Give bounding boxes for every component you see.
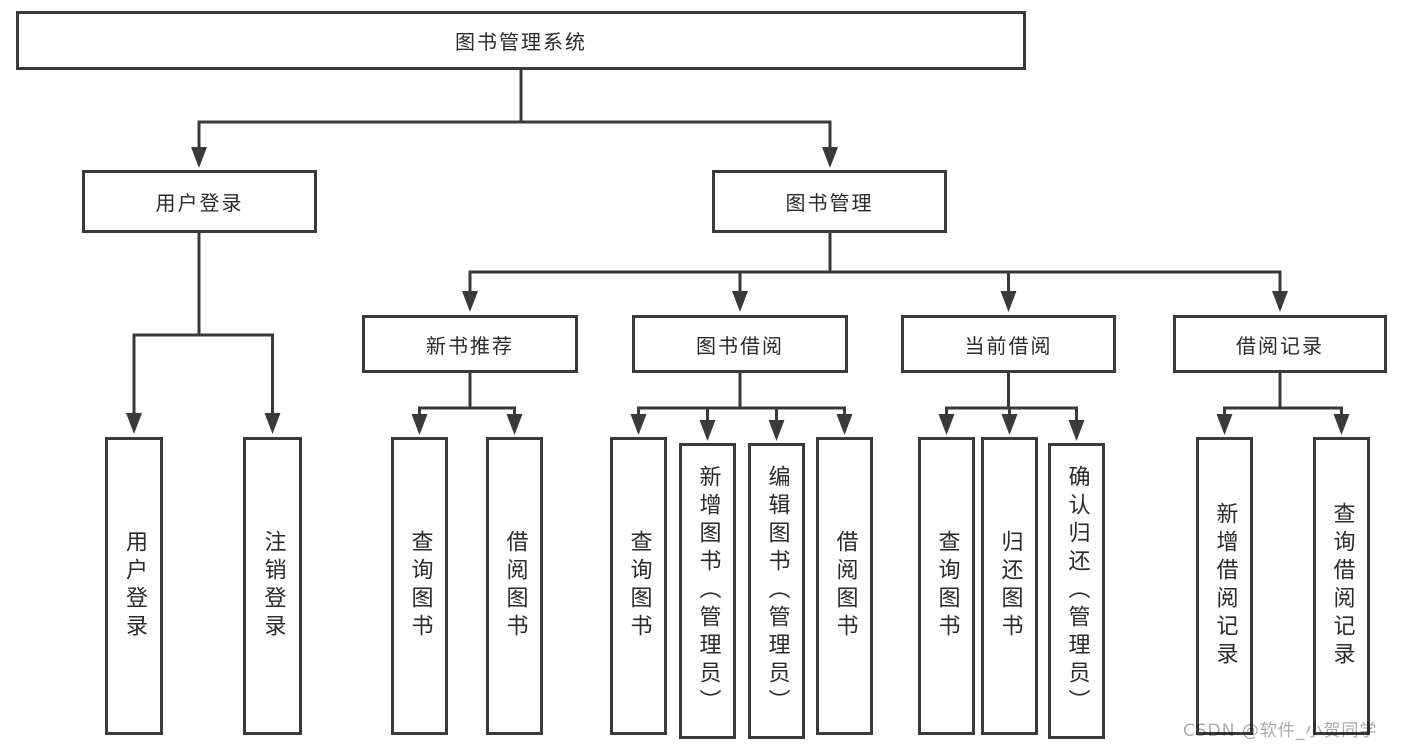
leaf-logout: 注销登录 (243, 437, 302, 735)
leaf-current-query-book: 查询图书 (918, 437, 975, 735)
node-book-borrow: 图书借阅 (632, 315, 848, 373)
leaf-recommend-borrow-book: 借阅图书 (486, 437, 543, 735)
leaf-current-return-book: 归还图书 (981, 437, 1038, 735)
leaf-records-query-record: 查询借阅记录 (1313, 437, 1370, 735)
leaf-borrow-query-book: 查询图书 (610, 437, 667, 735)
node-new-book-recommend: 新书推荐 (362, 315, 578, 373)
leaf-borrow-borrow-book: 借阅图书 (816, 437, 873, 735)
node-borrow-records: 借阅记录 (1173, 315, 1387, 373)
node-book-management: 图书管理 (712, 170, 947, 233)
node-library-system: 图书管理系统 (16, 11, 1026, 70)
node-current-borrow: 当前借阅 (901, 315, 1116, 373)
leaf-user-login: 用户登录 (105, 437, 163, 735)
leaf-recommend-query-book: 查询图书 (391, 437, 448, 735)
leaf-current-confirm-return-admin: 确认归还（管理员） (1048, 443, 1105, 739)
leaf-borrow-add-book-admin: 新增图书（管理员） (679, 443, 736, 739)
leaf-records-add-record: 新增借阅记录 (1196, 437, 1253, 735)
node-user-login: 用户登录 (82, 170, 317, 233)
leaf-borrow-edit-book-admin: 编辑图书（管理员） (748, 443, 805, 739)
csdn-watermark: CSDN @软件_小贺同学 (1183, 721, 1378, 741)
